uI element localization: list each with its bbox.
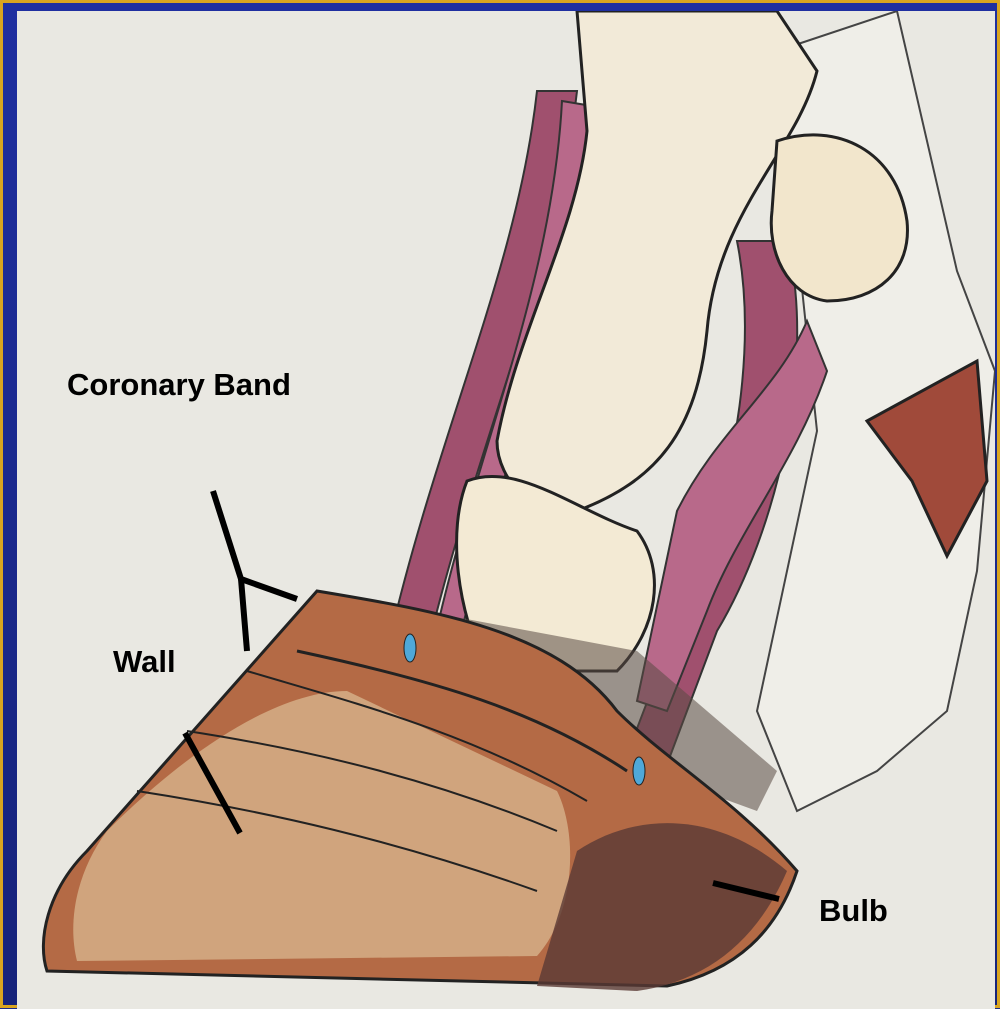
bulb-label: Bulb <box>819 893 888 929</box>
coronary-band-label: Coronary Band <box>67 367 291 403</box>
hoof-anatomy-illustration <box>17 11 995 1009</box>
wall-leader-line <box>241 579 247 651</box>
illustration-canvas: Coronary Band Wall Bulb <box>17 11 995 1009</box>
wall-label: Wall <box>113 644 176 680</box>
coronary-band-leader-line <box>213 491 297 599</box>
vessel-marker-1 <box>404 634 416 662</box>
vessel-marker-2 <box>633 757 645 785</box>
